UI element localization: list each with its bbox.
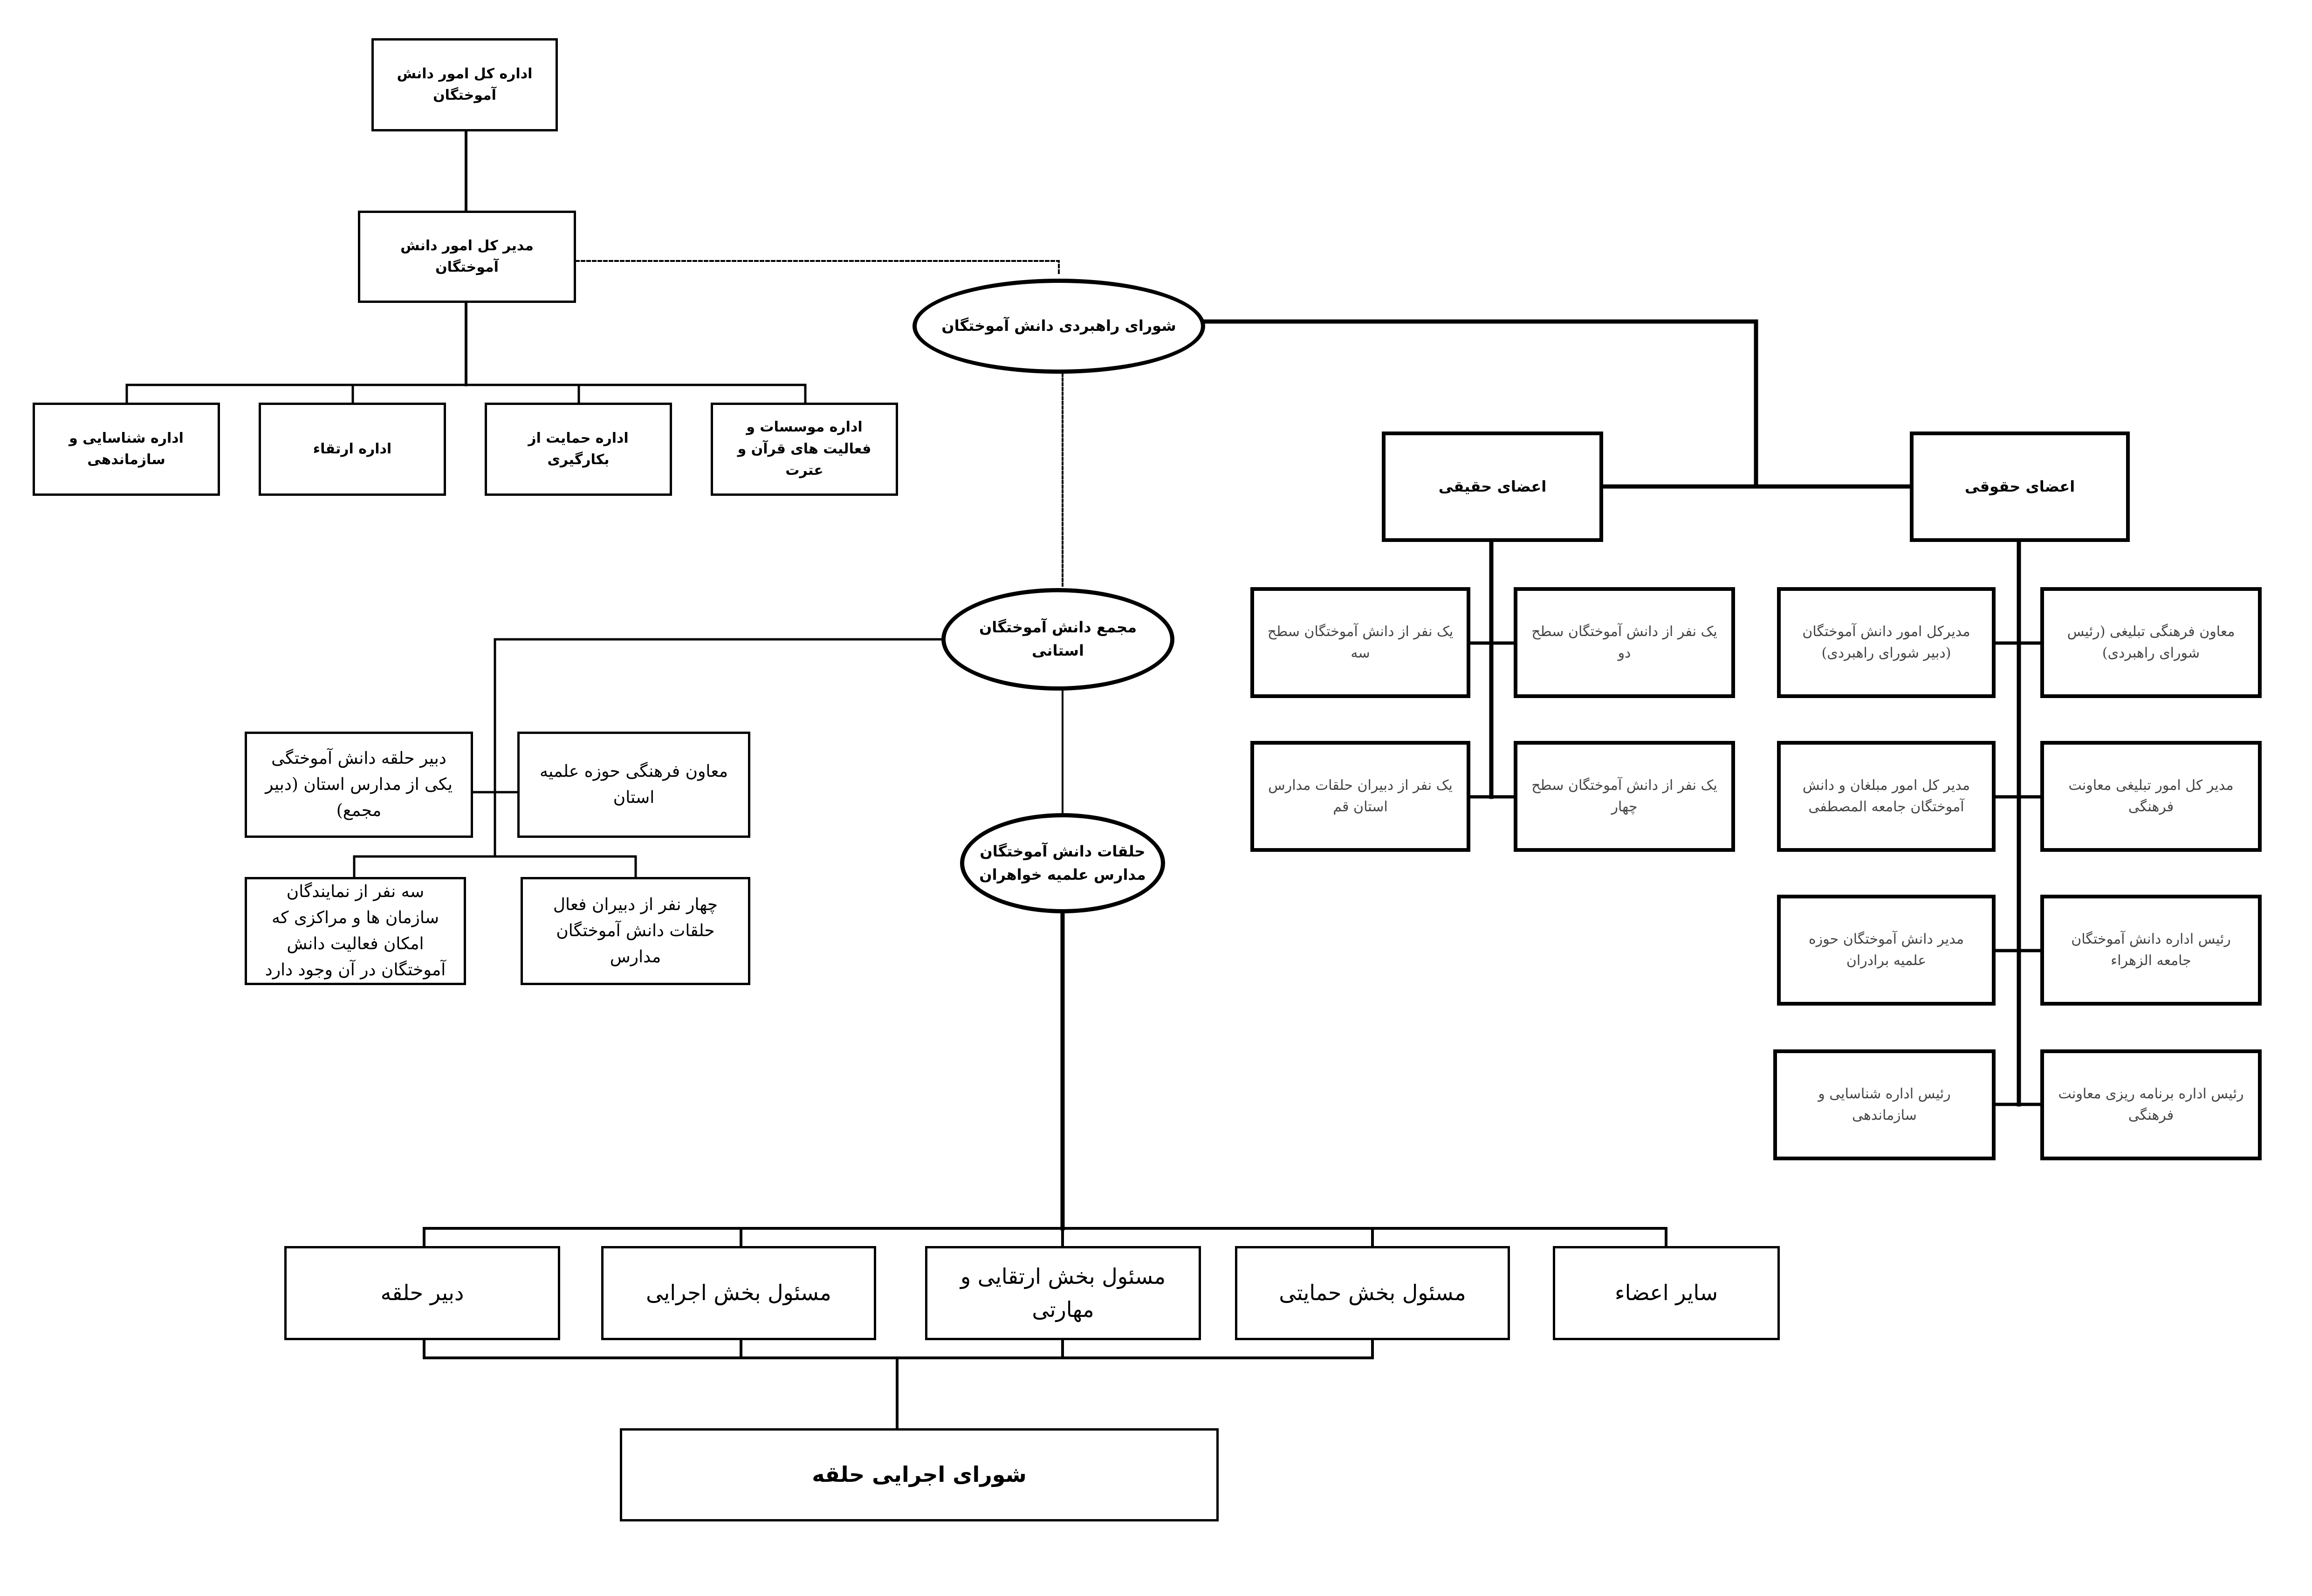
connector bbox=[423, 1339, 1374, 1359]
department-box: اداره موسسات و فعالیت های قرآن و عترت bbox=[711, 403, 898, 496]
circle-role-box: سایر اعضاء bbox=[1553, 1246, 1780, 1340]
legal-member-box: مدیرکل امور دانش آموختگان (دبیر شورای را… bbox=[1777, 587, 1996, 698]
department-box: اداره حمایت از بکارگیری bbox=[485, 403, 672, 496]
circle-role-box: مسئول بخش حمایتی bbox=[1235, 1246, 1510, 1340]
real-member-box: یک نفر از دانش آموختگان سطح سه bbox=[1250, 587, 1470, 698]
assembly-member-box: دبیر حلقه دانش آموختگی یکی از مدارس استا… bbox=[245, 732, 473, 838]
general-office-box: اداره کل امور دانش آموختگان bbox=[371, 38, 558, 131]
connector-dotted bbox=[575, 260, 1060, 277]
real-member-box: یک نفر از دانش آموختگان سطح دو bbox=[1514, 587, 1735, 698]
real-member-box: یک نفر از دانش آموختگان سطح چهار bbox=[1514, 741, 1735, 852]
legal-member-box: رئیس اداره برنامه ریزی معاونت فرهنگی bbox=[2040, 1049, 2262, 1160]
real-members-box: اعضای حقیقی bbox=[1382, 432, 1603, 542]
circle-role-box: مسئول بخش اجرایی bbox=[601, 1246, 876, 1340]
executive-council-box: شورای اجرایی حلقه bbox=[620, 1428, 1219, 1521]
provincial-assembly-oval: مجمع دانش آموختگان استانی bbox=[941, 588, 1174, 691]
legal-member-box: مدیر کل امور مبلغان و دانش آموختگان جامع… bbox=[1777, 741, 1996, 852]
connector bbox=[494, 638, 943, 858]
director-general-box: مدیر کل امور دانش آموختگان bbox=[358, 211, 576, 303]
connector bbox=[1203, 319, 1758, 489]
legal-member-box: مدیر دانش آموختگان حوزه علمیه برادران bbox=[1777, 895, 1996, 1006]
circles-oval: حلقات دانش آموختگان مدارس علمیه خواهران bbox=[960, 813, 1165, 913]
circle-role-box: دبیر حلقه bbox=[284, 1246, 560, 1340]
legal-members-box: اعضای حقوقی bbox=[1910, 432, 2130, 542]
legal-member-box: معاون فرهنگی تبلیغی (رئیس شورای راهبردی) bbox=[2040, 587, 2262, 698]
assembly-member-box: سه نفر از نمایندگان سازمان ها و مراکزی ک… bbox=[245, 877, 466, 985]
circle-role-box: مسئول بخش ارتقایی و مهارتی bbox=[925, 1246, 1201, 1340]
legal-member-box: رئیس اداره دانش آموختگان جامعه الزهراء bbox=[2040, 895, 2262, 1006]
strategic-council-oval: شورای راهبردی دانش آموختگان bbox=[912, 279, 1205, 374]
assembly-member-box: معاون فرهنگی حوزه علمیه استان bbox=[517, 732, 750, 838]
assembly-member-box: چهار نفر از دبیران فعال حلقات دانش آموخت… bbox=[521, 877, 750, 985]
legal-member-box: رئیس اداره شناسایی و سازماندهی bbox=[1773, 1049, 1996, 1160]
legal-member-box: مدیر کل امور تبلیغی معاونت فرهنگی bbox=[2040, 741, 2262, 852]
real-member-box: یک نفر از دبیران حلقات مدارس استان قم bbox=[1250, 741, 1470, 852]
department-box: اداره ارتقاء bbox=[259, 403, 446, 496]
department-box: اداره شناسایی و سازماندهی bbox=[33, 403, 220, 496]
connector bbox=[353, 855, 637, 878]
